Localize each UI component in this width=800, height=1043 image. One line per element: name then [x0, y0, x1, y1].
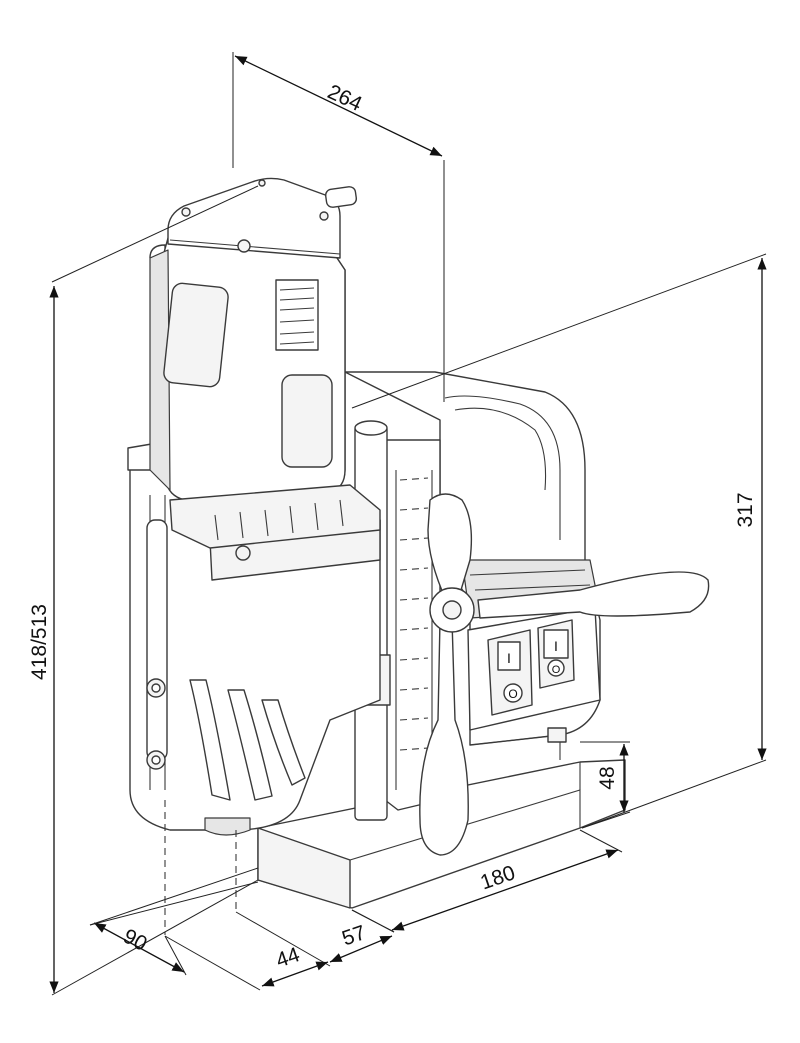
dimension-317-label: 317 [734, 492, 757, 527]
motor-vent-knob [324, 186, 358, 208]
feed-handles[interactable] [419, 493, 710, 856]
magnet-switch[interactable]: I O [537, 619, 575, 689]
magnet-switch-on-symbol: I [554, 638, 558, 654]
magnet-switch-off-symbol: O [552, 664, 561, 676]
dimension-57-label: 57 [339, 921, 369, 950]
motor-switch-on-symbol: I [507, 650, 511, 666]
depth-baseline [89, 867, 259, 926]
rating-label [275, 279, 319, 351]
dimension-90: 90 [89, 881, 259, 976]
dimension-264-label: 264 [324, 80, 366, 116]
dimension-44: 44 [164, 911, 331, 991]
dimension-317: 317 [351, 253, 767, 829]
motor-carriage [127, 439, 381, 836]
motor-switch[interactable]: I O [487, 629, 533, 716]
dimension-57: 57 [329, 909, 395, 963]
motor-switch-off-symbol: O [508, 687, 517, 701]
drill-machine: I O I O [127, 177, 710, 935]
cable-gland [547, 727, 567, 743]
switch-panel: I O I O [467, 607, 601, 760]
dimension-418-513-label: 418/513 [28, 604, 51, 680]
motor-housing [149, 237, 381, 561]
hidden-arbor-lines [164, 800, 237, 935]
dimension-48-label: 48 [596, 766, 619, 789]
motor-top-cap [167, 177, 358, 259]
dimension-48: 48 [580, 741, 631, 829]
dimension-180-label: 180 [478, 861, 519, 894]
